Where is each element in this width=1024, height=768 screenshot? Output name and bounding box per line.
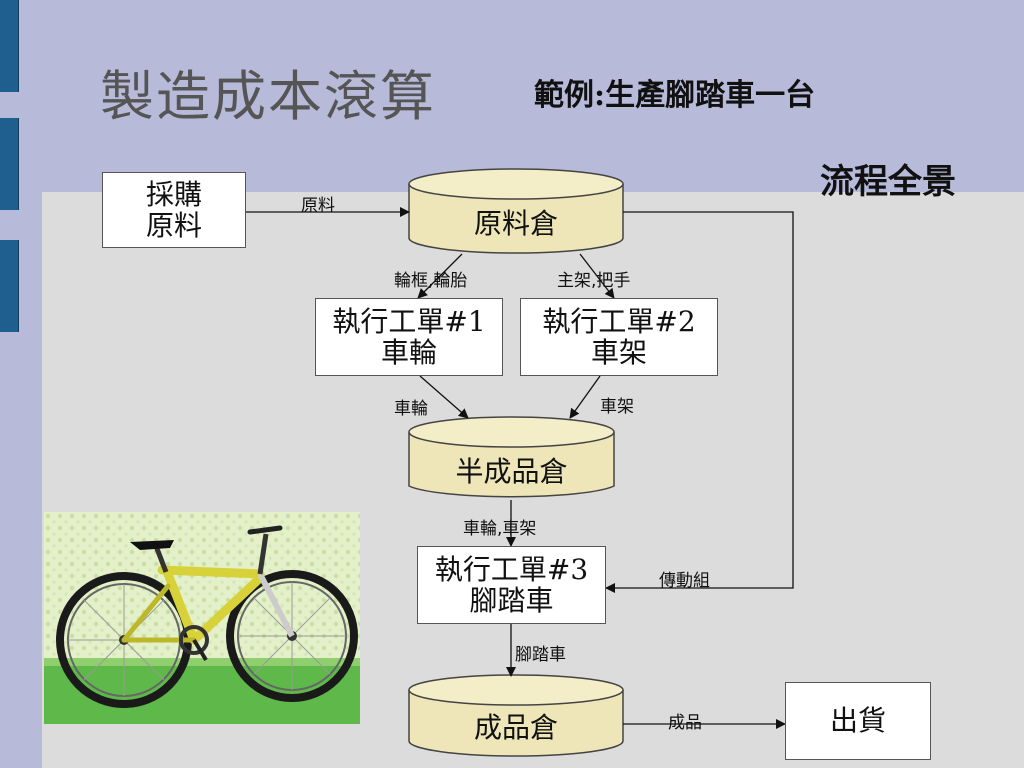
raw-warehouse-cylinder (408, 168, 624, 254)
edge-label-purchase-raw: 原料 (301, 196, 335, 216)
node-order1-line1: 執行工單#1 (332, 304, 486, 338)
node-shipping: 出貨 (785, 682, 931, 760)
node-purchase: 採購 原料 (102, 172, 246, 248)
fg-warehouse-label: 成品倉 (473, 711, 558, 744)
side-tab-3 (0, 240, 19, 332)
edge-label-order1-wip: 車輪 (394, 399, 428, 419)
node-order2-line1: 執行工單#2 (542, 304, 696, 338)
edge-raw-order3 (605, 211, 794, 593)
fg-warehouse-cylinder (408, 674, 624, 757)
edge-order1-wip (419, 375, 469, 419)
edge-label-raw-order2: 主架,把手 (557, 271, 631, 291)
slide-subtitle: 範例:生產腳踏車一台 (534, 78, 816, 113)
node-order1: 執行工單#1 車輪 (315, 298, 503, 376)
wip-warehouse-cylinder (408, 416, 615, 498)
edge-raw-order2 (579, 253, 615, 299)
node-order3: 執行工單#3 腳踏車 (417, 546, 606, 624)
edge-label-fg-ship: 成品 (668, 713, 702, 733)
bicycle-photo (44, 512, 360, 724)
node-purchase-line2: 原料 (145, 209, 202, 242)
wip-warehouse-label: 半成品倉 (455, 455, 568, 488)
node-order3-line1: 執行工單#3 (434, 552, 589, 586)
node-order2: 執行工單#2 車架 (520, 298, 718, 376)
raw-warehouse-label: 原料倉 (473, 207, 558, 240)
edge-label-raw-order3: 傳動組 (659, 571, 710, 591)
edge-raw-order1 (417, 253, 463, 299)
edge-label-raw-order1: 輪框,輪胎 (394, 271, 468, 291)
overview-label: 流程全景 (820, 162, 956, 202)
edge-order2-wip (569, 375, 601, 419)
side-tab-1 (0, 0, 19, 92)
node-order2-line2: 車架 (590, 336, 647, 369)
node-purchase-line1: 採購 (145, 177, 202, 211)
node-order1-line2: 車輪 (380, 336, 437, 369)
edge-label-wip-order3: 車輪,車架 (463, 519, 537, 539)
edge-label-order3-fg: 腳踏車 (515, 645, 566, 665)
side-tab-2 (0, 118, 19, 210)
node-order3-line2: 腳踏車 (469, 584, 554, 617)
slide-title: 製造成本滾算 (100, 65, 436, 128)
node-shipping-label: 出貨 (829, 704, 886, 738)
edge-label-order2-wip: 車架 (600, 397, 634, 417)
